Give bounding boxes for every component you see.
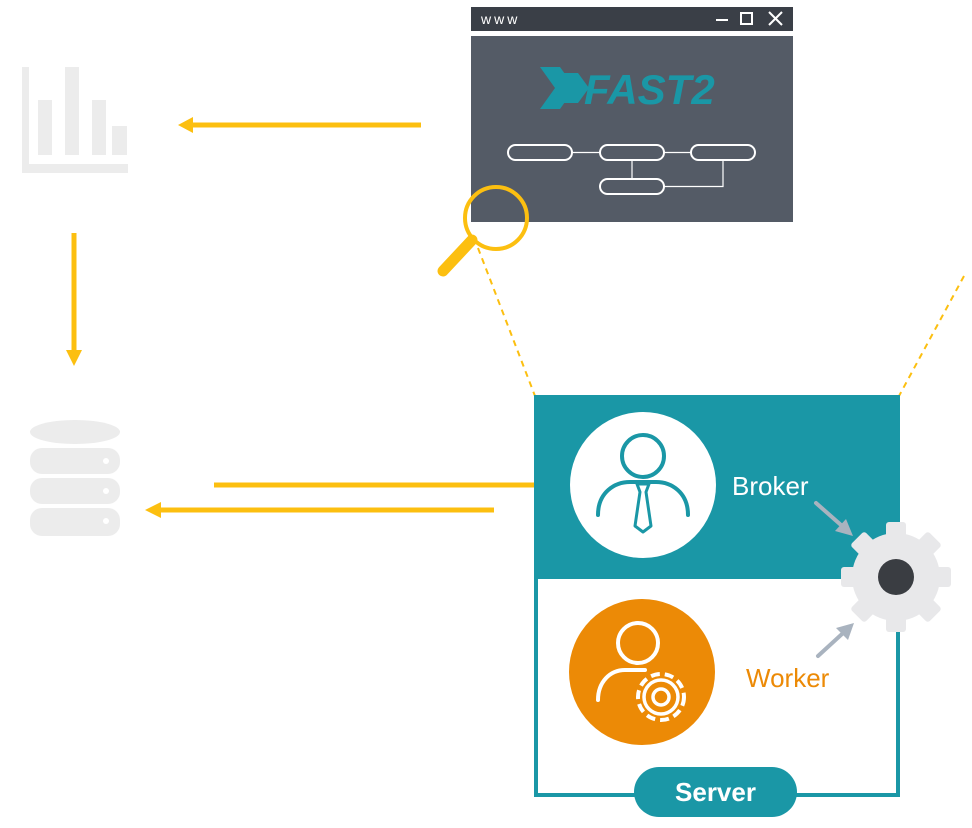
workflow-diagram: [507, 144, 756, 195]
bar-chart-icon: [22, 67, 128, 173]
worker-pointer-arrow: [816, 632, 844, 658]
zoom-lines: [477, 247, 965, 397]
broker-icon: [570, 412, 716, 558]
address-text: www: [480, 11, 520, 27]
server-gear-icon: [841, 522, 951, 632]
logo-text: FAST2: [584, 66, 715, 113]
worker-icon: [569, 599, 715, 745]
browser-titlebar: [471, 7, 793, 31]
fast2-logo: FAST2: [540, 66, 715, 113]
worker-gear-icon: [636, 672, 686, 722]
magnifier-icon: [437, 185, 529, 277]
browser-window: www FAST2: [471, 7, 793, 222]
broker-label: Broker: [732, 471, 809, 501]
close-icon[interactable]: [768, 11, 783, 26]
browser-content: [471, 36, 793, 222]
database-icon: [30, 420, 120, 536]
server-label: Server: [675, 777, 756, 807]
worker-label: Worker: [746, 663, 830, 693]
pointer-arrows: [814, 501, 854, 658]
maximize-icon[interactable]: [740, 12, 753, 25]
broker-pointer-arrow: [814, 501, 843, 527]
server-badge: Server: [634, 767, 797, 817]
